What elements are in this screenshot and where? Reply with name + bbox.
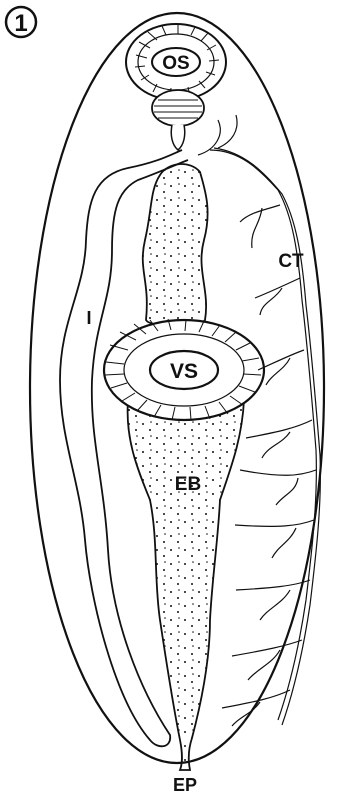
oral-sucker-label: OS — [162, 53, 189, 74]
excretory-bladder-label: EB — [175, 474, 201, 495]
intestine-label: I — [86, 308, 91, 328]
ventral-sucker: VS — [104, 319, 264, 420]
excretory-bladder-anterior — [143, 164, 208, 326]
collecting-tubules-label: CT — [278, 251, 304, 272]
excretory-pore-label: EP — [173, 775, 197, 795]
oral-sucker: OS — [126, 24, 226, 100]
figure-number-badge: 1 — [6, 7, 36, 37]
ventral-sucker-label: VS — [170, 360, 198, 383]
excretory-bladder-posterior — [128, 400, 244, 770]
figure-number: 1 — [14, 10, 27, 37]
pharynx — [152, 90, 204, 150]
